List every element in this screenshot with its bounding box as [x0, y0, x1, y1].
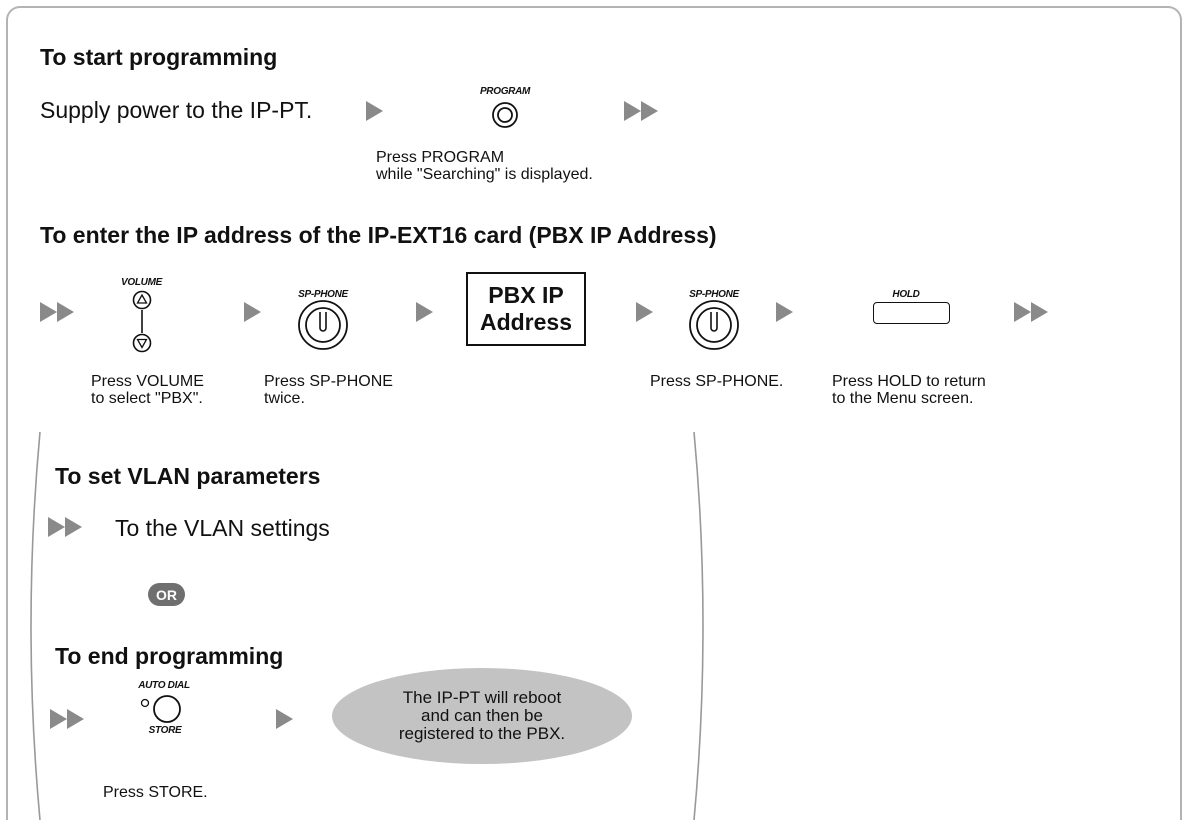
reboot-message-ellipse: The IP-PT will reboot and can then be re…	[332, 668, 632, 764]
arrow-right-icon	[416, 302, 433, 322]
program-caption-line1: Press PROGRAM	[376, 149, 505, 166]
store-key-label: STORE	[148, 725, 182, 736]
left-bracket	[30, 431, 41, 821]
volume-caption-line2: to select "PBX".	[91, 390, 203, 407]
sp-phone-key-label: SP-PHONE	[689, 289, 739, 300]
outer-frame	[6, 6, 1182, 820]
sp-phone-button-icon[interactable]	[296, 298, 350, 352]
hold-caption-line2: to the Menu screen.	[832, 390, 974, 407]
enter-ip-heading: To enter the IP address of the IP-EXT16 …	[40, 222, 717, 248]
reboot-line3: registered to the PBX.	[398, 724, 566, 743]
store-button-icon[interactable]	[138, 690, 188, 730]
end-programming-heading: To end programming	[55, 643, 284, 669]
volume-key-label: VOLUME	[121, 277, 162, 288]
double-arrow-right-icon	[50, 709, 84, 729]
arrow-right-icon	[776, 302, 793, 322]
hold-button[interactable]	[873, 302, 950, 324]
pbx-box-line2: Address	[479, 309, 573, 335]
supply-power-text: Supply power to the IP-PT.	[40, 97, 313, 123]
vlan-heading: To set VLAN parameters	[55, 463, 321, 489]
pbx-box-line1: PBX IP	[488, 282, 564, 308]
reboot-line1: The IP-PT will reboot	[402, 688, 562, 707]
program-button-icon[interactable]	[490, 100, 520, 130]
sp-phone-caption: Press SP-PHONE.	[650, 373, 784, 390]
sp-phone-twice-caption-line2: twice.	[264, 390, 305, 407]
vlan-settings-text: To the VLAN settings	[115, 515, 330, 541]
arrow-right-icon	[276, 709, 293, 729]
arrow-right-icon	[244, 302, 261, 322]
double-arrow-right-icon	[624, 101, 658, 121]
double-arrow-right-icon	[40, 302, 74, 322]
volume-caption-line1: Press VOLUME	[91, 373, 204, 390]
start-programming-heading: To start programming	[40, 44, 278, 70]
store-caption: Press STORE.	[103, 784, 208, 801]
hold-key-label: HOLD	[892, 289, 920, 300]
auto-dial-key-label: AUTO DIAL	[138, 680, 190, 691]
or-badge: OR	[148, 583, 185, 606]
right-bracket	[693, 431, 704, 821]
volume-keys-icon[interactable]	[128, 286, 156, 358]
double-arrow-right-icon	[48, 517, 82, 537]
pbx-ip-address-box: PBX IP Address	[466, 272, 586, 346]
sp-phone-button-icon[interactable]	[687, 298, 741, 352]
program-key-label: PROGRAM	[479, 86, 531, 97]
arrow-right-icon	[366, 101, 383, 121]
reboot-line2: and can then be	[421, 706, 543, 725]
sp-phone-key-label: SP-PHONE	[298, 289, 348, 300]
double-arrow-right-icon	[1014, 302, 1048, 322]
sp-phone-twice-caption-line1: Press SP-PHONE	[264, 373, 393, 390]
hold-caption-line1: Press HOLD to return	[832, 373, 986, 390]
program-caption-line2: while "Searching" is displayed.	[376, 166, 593, 183]
arrow-right-icon	[636, 302, 653, 322]
